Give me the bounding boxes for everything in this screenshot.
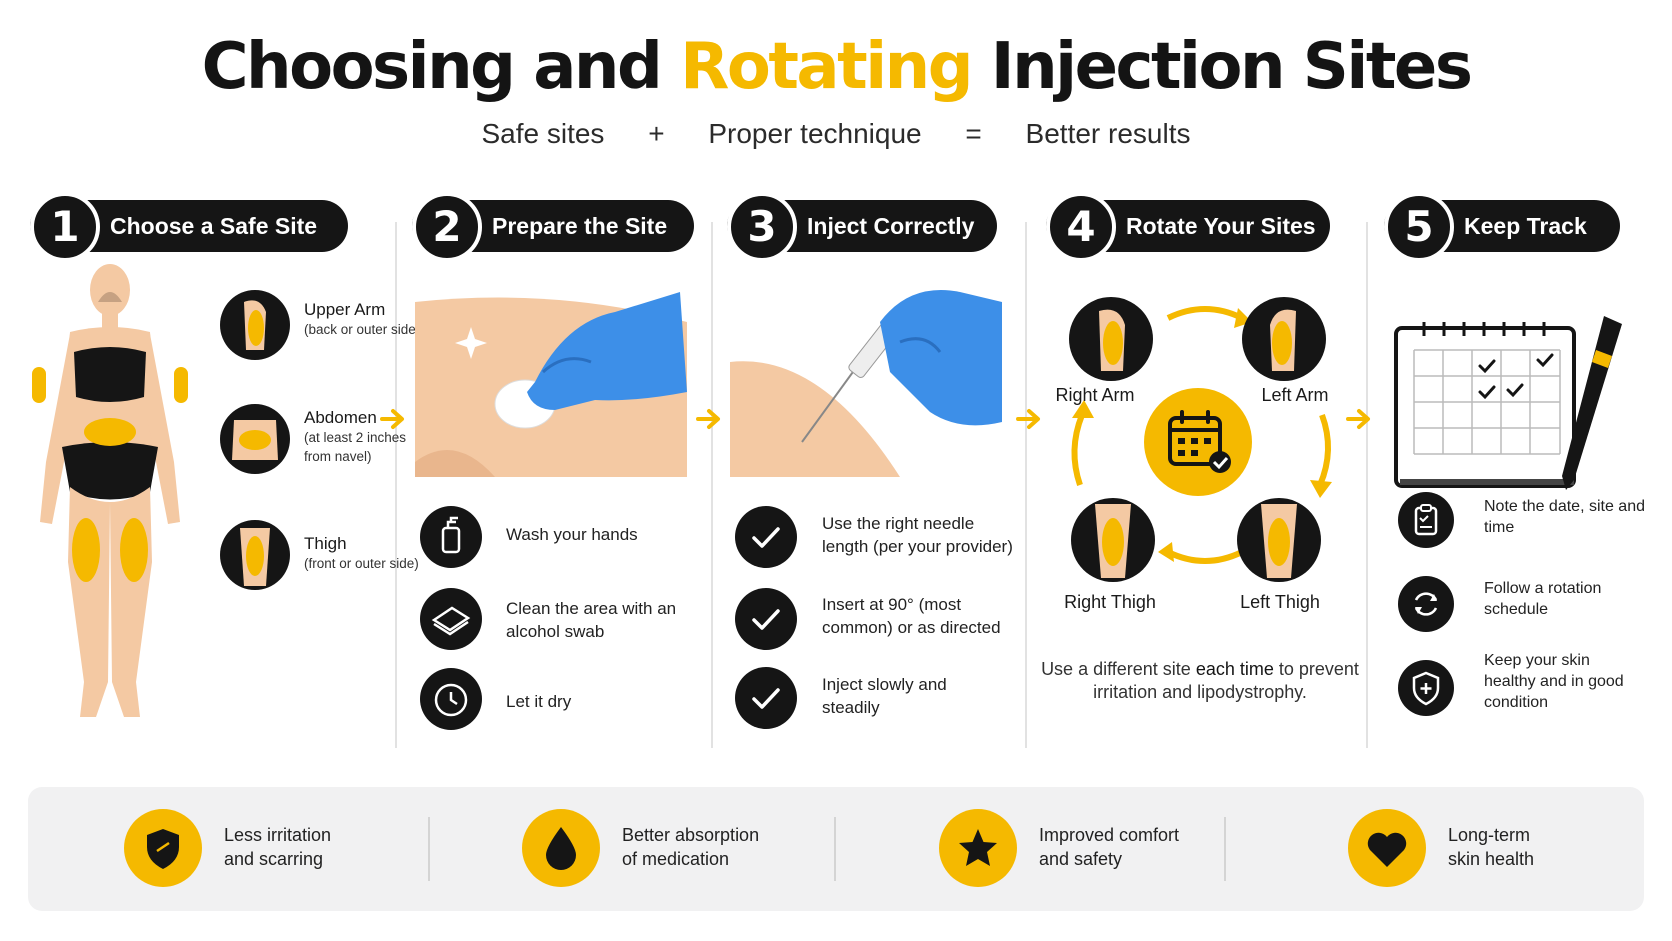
subtitle-plus: + bbox=[648, 118, 665, 149]
subtitle-a: Safe sites bbox=[481, 118, 605, 149]
page-title: Choosing and Rotating Injection Sites bbox=[0, 30, 1672, 104]
shield-icon bbox=[124, 809, 202, 887]
step-label: Choose a Safe Site bbox=[110, 213, 318, 239]
title-part1: Choosing and bbox=[201, 30, 681, 104]
site-title: Upper Arm bbox=[304, 300, 386, 319]
inject-item-text: Insert at 90° (most common) or as direct… bbox=[822, 595, 1001, 637]
rotation-cycle-arrows bbox=[1071, 306, 1332, 564]
check-icon bbox=[735, 667, 797, 729]
benefit-text: Long-term bbox=[1448, 825, 1531, 845]
arrow-right-icon bbox=[1016, 409, 1040, 429]
prepare-item-text: Let it dry bbox=[506, 692, 572, 711]
track-item-text: Follow a rotation schedule bbox=[1484, 580, 1602, 618]
step-number: 5 bbox=[1384, 192, 1454, 262]
step-5-column: Keep Track 5 Note the date, site and tim… bbox=[1384, 192, 1664, 760]
step-label: Rotate Your Sites bbox=[1126, 213, 1316, 239]
benefit-divider bbox=[428, 817, 430, 881]
calendar-pen-illustration bbox=[1394, 316, 1622, 490]
right-arm-icon bbox=[1069, 297, 1153, 381]
injection-illustration bbox=[730, 290, 1002, 477]
refresh-icon bbox=[1398, 576, 1454, 632]
drop-icon bbox=[522, 809, 600, 887]
arrow-right-icon bbox=[1346, 409, 1370, 429]
subtitle-equals: = bbox=[965, 118, 982, 149]
arrow-right-icon bbox=[380, 409, 404, 429]
subtitle: Safe sites + Proper technique = Better r… bbox=[0, 118, 1672, 150]
step-label: Keep Track bbox=[1464, 213, 1587, 239]
step-4-column: Rotate Your Sites 4 bbox=[1046, 192, 1356, 760]
star-icon bbox=[939, 809, 1017, 887]
calendar-check-icon bbox=[1144, 388, 1252, 496]
title-highlight: Rotating bbox=[680, 30, 973, 104]
column-divider bbox=[1366, 222, 1368, 748]
benefit-divider bbox=[1224, 817, 1226, 881]
prepare-item-text: Clean the area with an alcohol swab bbox=[506, 599, 677, 641]
rotation-caption: Use a different site each time to preven… bbox=[1040, 658, 1360, 704]
column-divider bbox=[1025, 222, 1027, 748]
benefit-text: Improved comfort bbox=[1039, 825, 1180, 845]
left-thigh-icon bbox=[1237, 498, 1321, 582]
step-number: 2 bbox=[412, 192, 482, 262]
rotate-site-label: Left Thigh bbox=[1240, 592, 1320, 612]
inject-item-text: Inject slowly and steadily bbox=[822, 675, 947, 717]
thigh-icon bbox=[220, 520, 290, 590]
arrow-right-icon bbox=[696, 409, 720, 429]
left-arm-icon bbox=[1242, 297, 1326, 381]
column-divider bbox=[711, 222, 713, 748]
benefit-divider bbox=[834, 817, 836, 881]
check-icon bbox=[735, 588, 797, 650]
cleaning-skin-illustration bbox=[415, 282, 687, 477]
site-subtitle: (front or outer side) bbox=[304, 556, 419, 571]
step-3-column: Inject Correctly 3 Use the right needle … bbox=[727, 192, 1017, 760]
clipboard-icon bbox=[1398, 492, 1454, 548]
step-label: Prepare the Site bbox=[492, 213, 668, 239]
abdomen-icon bbox=[220, 404, 290, 474]
benefit-text: Better absorption bbox=[622, 825, 760, 845]
site-title: Abdomen bbox=[304, 408, 377, 427]
track-item-text: Note the date, site and time bbox=[1484, 498, 1645, 536]
alcohol-swab-icon bbox=[420, 588, 482, 650]
site-subtitle: (at least 2 inches from navel) bbox=[304, 430, 407, 464]
timer-icon bbox=[420, 668, 482, 730]
benefit-text: and safety bbox=[1039, 849, 1123, 869]
benefit-text: Less irritation bbox=[224, 825, 332, 845]
track-item-text: Keep your skin healthy and in good condi… bbox=[1484, 652, 1624, 711]
title-part2: Injection Sites bbox=[971, 30, 1473, 104]
upper-arm-icon bbox=[220, 290, 290, 360]
step-number: 4 bbox=[1046, 192, 1116, 262]
benefit-text: skin health bbox=[1448, 849, 1535, 869]
caption-emphasis: each time bbox=[1195, 659, 1274, 679]
shield-plus-icon bbox=[1398, 660, 1454, 716]
step-label: Inject Correctly bbox=[807, 213, 975, 239]
benefits-bar: Less irritation and scarring Better absor… bbox=[28, 787, 1644, 911]
site-title: Thigh bbox=[304, 534, 347, 553]
benefit-text: and scarring bbox=[224, 849, 324, 869]
step-number: 3 bbox=[727, 192, 797, 262]
inject-item-text: Use the right needle length (per your pr… bbox=[822, 514, 1013, 556]
subtitle-b: Proper technique bbox=[708, 118, 922, 149]
right-thigh-icon bbox=[1071, 498, 1155, 582]
caption-part: Use a different site bbox=[1041, 659, 1196, 679]
site-subtitle: (back or outer side) bbox=[304, 322, 421, 337]
rotate-site-label: Left Arm bbox=[1261, 385, 1329, 405]
heart-icon bbox=[1348, 809, 1426, 887]
hand-soap-icon bbox=[420, 506, 482, 568]
column-divider bbox=[395, 222, 397, 748]
prepare-item-text: Wash your hands bbox=[506, 525, 638, 544]
step-2-column: Prepare the Site 2 Wash your hands Clean… bbox=[412, 192, 697, 760]
step-number: 1 bbox=[30, 192, 100, 262]
caption-part: to prevent irritation and lipodystrophy. bbox=[1093, 659, 1359, 702]
body-figure-illustration bbox=[32, 264, 188, 717]
benefit-text: of medication bbox=[622, 849, 730, 869]
check-icon bbox=[735, 506, 797, 568]
step-1-column: Choose a Safe Site 1 Upper Arm (back or … bbox=[30, 192, 420, 760]
subtitle-c: Better results bbox=[1025, 118, 1191, 149]
rotate-site-label: Right Arm bbox=[1055, 385, 1135, 405]
rotate-site-label: Right Thigh bbox=[1064, 592, 1156, 612]
